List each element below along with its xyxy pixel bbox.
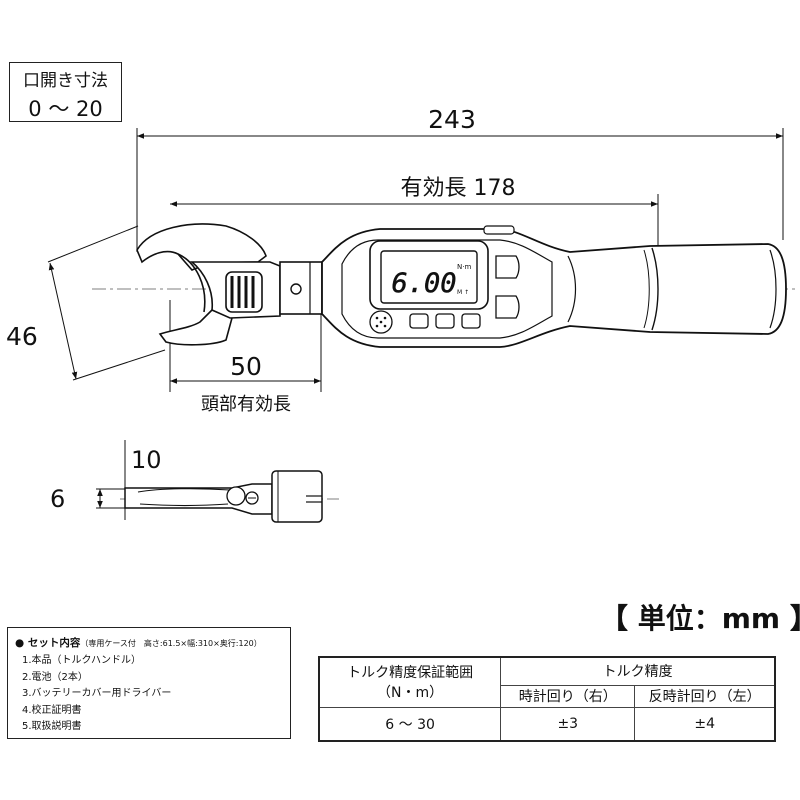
range-header: トルク精度保証範囲 — [347, 665, 474, 682]
wrench-side-view — [120, 470, 340, 523]
list-item: 1.本品（トルクハンドル） — [22, 655, 142, 666]
side-thickness-a: 10 — [131, 446, 162, 474]
range-header-cell: トルク精度保証範囲 （N・m） — [318, 656, 502, 708]
range-value: 6 ～ 30 — [318, 706, 502, 742]
opening-size-label: 口開き寸法 — [23, 71, 108, 91]
lower-jaw — [158, 309, 233, 346]
cw-header: 時計回り（右） — [500, 684, 636, 708]
list-item: 4.校正証明書 — [22, 704, 82, 716]
button-3 — [461, 313, 481, 329]
lcd-unit: N·m — [457, 263, 471, 271]
button-2 — [435, 313, 455, 329]
head-width-ext-top — [47, 225, 139, 263]
range-unit: （N・m） — [377, 685, 444, 702]
side-thickness-b: 6 — [50, 485, 65, 513]
set-contents-box: ● セット内容（専用ケース付 高さ:61.5×幅:310×奥行:120） 1.本… — [7, 627, 291, 739]
head-width-text: 46 — [6, 322, 38, 351]
side-button-down — [495, 295, 520, 319]
upper-jaw — [136, 223, 267, 271]
ccw-value: ±4 — [634, 706, 776, 742]
overall-length-text: 243 — [428, 105, 476, 134]
lcd-screen — [380, 250, 478, 304]
set-contents-note: （専用ケース付 高さ:61.5×幅:310×奥行:120） — [80, 639, 262, 648]
button-1 — [409, 313, 429, 329]
head-effective-value: 50 — [230, 352, 262, 381]
list-item: 5.取扱説明書 — [22, 721, 82, 732]
set-contents-heading: ● セット内容 — [15, 637, 81, 649]
opening-size-value: 0 ～ 20 — [28, 97, 103, 121]
side-button-up — [495, 255, 520, 279]
accuracy-header: トルク精度 — [500, 656, 776, 686]
list-item: 2.電池（2本） — [22, 671, 88, 683]
lcd-reading: 6.00 — [391, 268, 456, 299]
ccw-header: 反時計回り（左） — [634, 684, 776, 708]
set-contents-title: ● セット内容（専用ケース付 高さ:61.5×幅:310×奥行:120） — [15, 635, 262, 650]
lcd-indicators: M ↑ — [457, 289, 469, 296]
effective-length-text: 有効長 178 — [401, 176, 516, 201]
head-width-line — [48, 262, 78, 380]
set-contents-list: 1.本品（トルクハンドル） 2.電池（2本） 3.バッテリーカバー用ドライバー … — [22, 653, 171, 736]
neck-pin — [290, 283, 302, 295]
unit-label: 【 単位：mm 】 — [600, 602, 800, 635]
head-width-ext-bottom — [72, 349, 166, 381]
spec-table: トルク精度保証範囲 （N・m） トルク精度 時計回り（右） 反時計回り（左） 6… — [318, 656, 776, 742]
opening-size-box: 口開き寸法 0 ～ 20 — [9, 62, 122, 122]
wrench-top-view: 6.00 N·m M ↑ — [136, 223, 787, 348]
head-effective-label: 頭部有効長 — [201, 394, 291, 415]
list-item: 3.バッテリーカバー用ドライバー — [22, 688, 172, 699]
cw-value: ±3 — [500, 706, 636, 742]
